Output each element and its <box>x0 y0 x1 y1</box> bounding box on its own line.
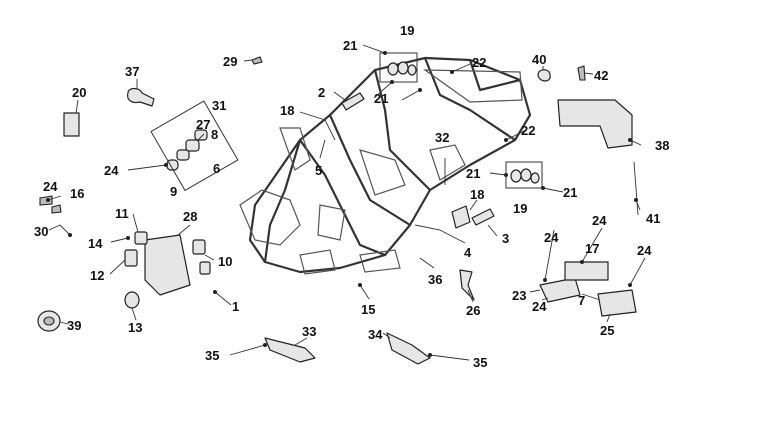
callout-21-a: 21 <box>343 38 357 53</box>
callout-21-d: 21 <box>563 185 577 200</box>
screw-part <box>251 56 263 65</box>
callout-24-d: 24 <box>592 213 607 228</box>
hook-part <box>459 269 475 301</box>
callout-2: 2 <box>318 85 325 100</box>
callout-27: 27 <box>196 117 210 132</box>
callout-8: 8 <box>211 127 218 142</box>
callout-16: 16 <box>70 186 84 201</box>
brace-right-part <box>386 332 431 365</box>
callout-15: 15 <box>361 302 375 317</box>
callout-19-right: 19 <box>513 201 527 216</box>
callout-24-b: 24 <box>104 163 119 178</box>
callout-21-c: 21 <box>466 166 480 181</box>
callout-18-right: 18 <box>470 187 484 202</box>
callout-10: 10 <box>218 254 232 269</box>
callout-6: 6 <box>213 161 220 176</box>
callout-17: 17 <box>585 241 599 256</box>
hose-clip-part <box>537 69 551 82</box>
callout-22-right: 22 <box>521 123 535 138</box>
rubber-damper-set-top <box>387 61 417 76</box>
callout-1: 1 <box>232 299 239 314</box>
bolt-part <box>577 65 586 81</box>
callout-36: 36 <box>428 272 442 287</box>
cover-plate-part <box>557 99 633 149</box>
callout-12: 12 <box>90 268 104 283</box>
callout-28: 28 <box>183 209 197 224</box>
callout-24-e: 24 <box>637 243 652 258</box>
callout-18-top: 18 <box>280 103 294 118</box>
callout-5: 5 <box>315 163 322 178</box>
callout-9: 9 <box>170 184 177 199</box>
callout-39: 39 <box>67 318 81 333</box>
leader-dots <box>46 51 638 357</box>
callout-35-left: 35 <box>205 348 219 363</box>
callout-11: 11 <box>115 206 129 221</box>
callout-14: 14 <box>88 236 103 251</box>
callout-19-top: 19 <box>400 23 414 38</box>
callout-22-top: 22 <box>472 55 486 70</box>
main-frame <box>239 56 532 275</box>
callout-13: 13 <box>128 320 142 335</box>
strap-clamp-part <box>127 87 155 107</box>
callout-29: 29 <box>223 54 237 69</box>
callout-40: 40 <box>532 52 546 67</box>
rubber-damper-set-right <box>510 168 540 184</box>
bracket-assembly <box>124 231 211 309</box>
callout-labels: 1 2 3 4 5 6 7 8 9 10 11 12 13 14 15 16 1… <box>34 23 669 370</box>
callout-32: 32 <box>435 130 449 145</box>
callout-7: 7 <box>578 293 585 308</box>
callout-26: 26 <box>466 303 480 318</box>
callout-30: 30 <box>34 224 48 239</box>
callout-35-right: 35 <box>473 355 487 370</box>
floor-support <box>539 261 637 317</box>
callout-box-top <box>379 52 418 83</box>
footrest-pad-part <box>471 208 495 226</box>
callout-24-f: 24 <box>532 299 547 314</box>
callout-42: 42 <box>594 68 608 83</box>
callout-21-b: 21 <box>374 91 388 106</box>
label-plate-part <box>63 112 80 137</box>
callout-3: 3 <box>502 231 509 246</box>
callout-box-left <box>150 100 239 192</box>
callout-31: 31 <box>212 98 226 113</box>
leader-lines <box>47 44 646 361</box>
cable-rod-part <box>633 161 639 216</box>
callout-23: 23 <box>512 288 526 303</box>
side-bracket-part <box>451 205 471 229</box>
callout-20: 20 <box>72 85 86 100</box>
callout-4: 4 <box>464 245 472 260</box>
brace-left-part <box>264 337 316 363</box>
callout-37: 37 <box>125 64 139 79</box>
bracket-set-a <box>166 129 208 171</box>
parts <box>37 52 639 365</box>
callout-24-c: 24 <box>544 230 559 245</box>
callout-41: 41 <box>646 211 660 226</box>
callout-34: 34 <box>368 327 383 342</box>
callout-24-a: 24 <box>43 179 58 194</box>
callout-25: 25 <box>600 323 614 338</box>
callout-33: 33 <box>302 324 316 339</box>
rubber-pad-part <box>341 92 365 111</box>
callout-38: 38 <box>655 138 669 153</box>
shim-parts <box>39 195 62 214</box>
